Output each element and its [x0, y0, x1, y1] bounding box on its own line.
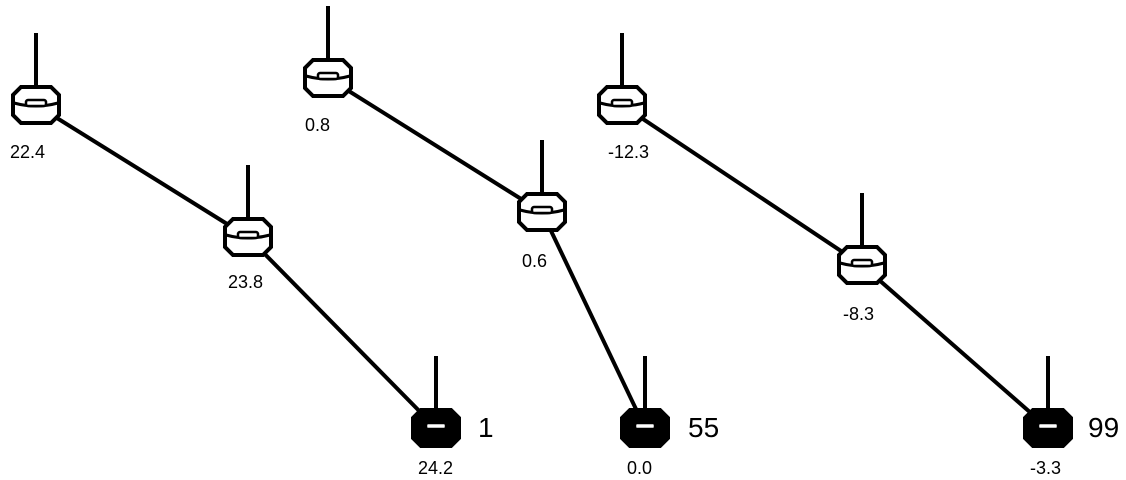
link-line	[326, 76, 544, 214]
node-value-label: 22.4	[10, 142, 45, 162]
chain-node[interactable]: 22.4	[10, 33, 61, 162]
node-slot	[633, 421, 657, 431]
chain-tag-label: 1	[478, 412, 494, 443]
chain-node[interactable]: -12.3	[597, 33, 649, 162]
links-layer	[34, 76, 1050, 430]
chain-node[interactable]: 23.8	[223, 165, 273, 292]
chain-node[interactable]: -8.3	[837, 193, 887, 324]
nodes-layer: 22.4 23.8 24.2 1 0.8 0.6 0.0 55 -12.3 -8.3 -3.3 99	[10, 6, 1119, 478]
node-slot	[236, 230, 260, 240]
node-value-label: 0.8	[305, 115, 330, 135]
node-slot	[530, 205, 554, 215]
node-slot	[24, 98, 48, 108]
link-line	[540, 211, 647, 429]
node-slot	[1036, 421, 1060, 431]
node-value-label: 0.6	[522, 251, 547, 271]
node-slot	[850, 258, 874, 268]
node-value-label: 24.2	[418, 458, 453, 478]
node-slot	[610, 98, 634, 108]
chain-node[interactable]: 24.2	[411, 356, 461, 478]
chain-tag-label: 99	[1088, 412, 1119, 443]
link-line	[620, 103, 864, 267]
node-value-label: -12.3	[608, 142, 649, 162]
link-line	[246, 235, 438, 430]
chain-node[interactable]: -3.3	[1023, 356, 1073, 478]
chain-node[interactable]: 0.8	[303, 6, 353, 135]
node-value-label: 23.8	[228, 272, 263, 292]
node-value-label: -3.3	[1030, 458, 1061, 478]
chain-node[interactable]: 0.0	[620, 356, 670, 478]
chain-tag-label: 55	[688, 412, 719, 443]
node-value-label: 0.0	[627, 458, 652, 478]
node-value-label: -8.3	[843, 304, 874, 324]
chain-node[interactable]: 0.6	[517, 140, 567, 271]
link-line	[860, 263, 1050, 430]
node-slot	[424, 421, 448, 431]
node-slot	[316, 71, 340, 81]
link-line	[34, 103, 250, 239]
